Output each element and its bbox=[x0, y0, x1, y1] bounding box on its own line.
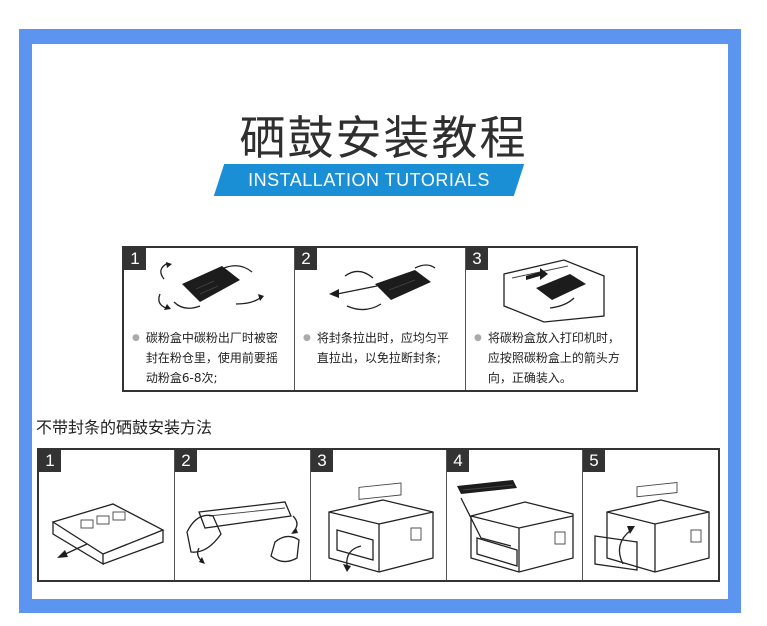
no-seal-step-4: 4 bbox=[447, 450, 583, 580]
unpack-cartridge-illustration bbox=[51, 503, 165, 566]
step-number: 1 bbox=[124, 248, 146, 270]
no-seal-step-5: 5 bbox=[583, 450, 718, 580]
insert-cartridge-illustration bbox=[503, 259, 605, 323]
step-number: 4 bbox=[447, 450, 469, 472]
sealed-step-1-desc: ● 碳粉盒中碳粉出厂时被密封在粉仓里，使用前要摇动粉盒6-8次; bbox=[132, 328, 288, 388]
step-number: 1 bbox=[39, 450, 61, 472]
sealed-steps-panel: 1 ● 碳粉盒中碳粉出厂时被密封在粉仓里，使用前要摇动粉盒6-8次; 2 ● 将封条… bbox=[122, 246, 638, 392]
bullet-icon: ● bbox=[474, 333, 482, 343]
bullet-icon: ● bbox=[303, 333, 311, 343]
content-panel bbox=[32, 44, 728, 599]
no-seal-step-3: 3 bbox=[311, 450, 447, 580]
sealed-step-3: 3 ● 将碳粉盒放入打印机时，应按照碳粉盒上的箭头方向，正确装入。 bbox=[466, 248, 636, 390]
sealed-step-3-desc: ● 将碳粉盒放入打印机时，应按照碳粉盒上的箭头方向，正确装入。 bbox=[474, 328, 630, 388]
rock-cartridge-illustration bbox=[186, 501, 300, 564]
step-number: 3 bbox=[311, 450, 333, 472]
banner-text: INSTALLATION TUTORIALS bbox=[248, 170, 490, 190]
insert-drum-illustration bbox=[457, 480, 574, 573]
sealed-step-1: 1 ● 碳粉盒中碳粉出厂时被密封在粉仓里，使用前要摇动粉盒6-8次; bbox=[124, 248, 295, 390]
no-seal-section-title: 不带封条的硒鼓安装方法 bbox=[36, 418, 213, 437]
step-number: 5 bbox=[583, 450, 605, 472]
step-number: 2 bbox=[175, 450, 197, 472]
close-printer-illustration bbox=[594, 482, 710, 573]
sealed-step-2-text: 将封条拉出时，应均匀平直拉出，以免拉断封条; bbox=[316, 331, 449, 365]
pull-seal-illustration bbox=[329, 264, 436, 311]
sealed-step-2: 2 ● 将封条拉出时，应均匀平直拉出，以免拉断封条; bbox=[295, 248, 466, 390]
bullet-icon: ● bbox=[132, 333, 140, 343]
open-printer-illustration bbox=[328, 482, 434, 573]
step-number: 3 bbox=[466, 248, 488, 270]
sealed-step-3-text: 将碳粉盒放入打印机时，应按照碳粉盒上的箭头方向，正确装入。 bbox=[487, 331, 620, 385]
no-seal-step-2: 2 bbox=[175, 450, 311, 580]
page-title: 硒鼓安装教程 bbox=[239, 111, 528, 165]
no-seal-steps-panel: 1 2 3 4 bbox=[37, 448, 720, 582]
sealed-step-2-desc: ● 将封条拉出时，应均匀平直拉出，以免拉断封条; bbox=[303, 328, 459, 368]
sealed-step-1-text: 碳粉盒中碳粉出厂时被密封在粉仓里，使用前要摇动粉盒6-8次; bbox=[145, 331, 278, 385]
no-seal-step-1: 1 bbox=[39, 450, 175, 580]
installation-banner: INSTALLATION TUTORIALS bbox=[213, 164, 525, 196]
step-number: 2 bbox=[295, 248, 317, 270]
shake-cartridge-illustration bbox=[158, 262, 264, 310]
